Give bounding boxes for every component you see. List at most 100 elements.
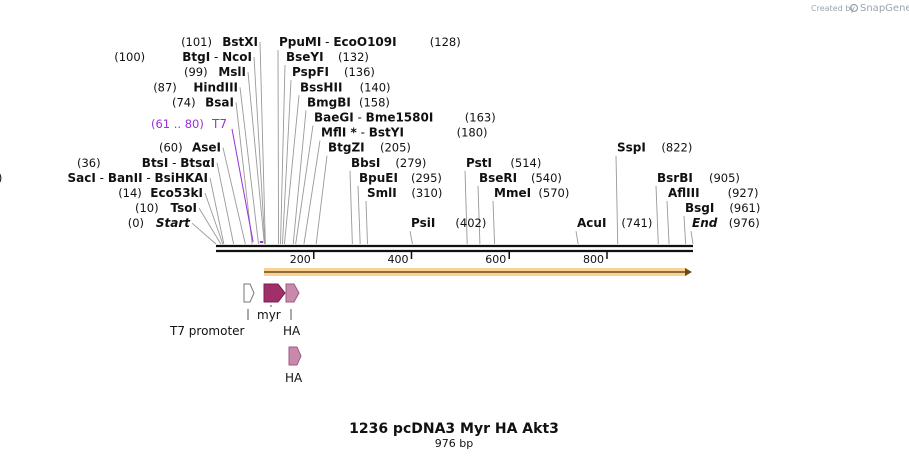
site-pspfi[interactable]: PspFI(136) — [292, 65, 375, 79]
site-name: BseRI — [479, 171, 517, 185]
features: T7 promoter myr HA HA — [169, 283, 303, 385]
site-bsshii[interactable]: BssHII(140) — [300, 80, 391, 94]
site-name: BtgI - NcoI — [182, 50, 252, 64]
site-position: (905) — [709, 171, 740, 185]
t7-promoter-arrow[interactable] — [243, 283, 255, 303]
site-position: (927) — [728, 186, 759, 200]
ha-arrow-1[interactable] — [285, 283, 300, 303]
site-name: PpuMI - EcoO109I — [279, 35, 397, 49]
site-connector — [282, 80, 292, 245]
site-psii[interactable]: PsiI(402) — [411, 216, 486, 230]
site-position: (205) — [380, 141, 411, 155]
primer-t7[interactable]: (61 .. 80) T7 — [151, 117, 264, 243]
site-bseri[interactable]: BseRI (540) — [479, 171, 562, 185]
site-bseyi[interactable]: BseYI(132) — [286, 50, 369, 64]
site-name: SacI - BanII - BsiHKAI — [68, 171, 208, 185]
site-position: (822) — [661, 141, 692, 155]
site-name: SspI — [617, 141, 646, 155]
site-connector — [239, 87, 259, 245]
site-position: (60) — [159, 141, 183, 155]
site-acui[interactable]: AcuI(741) — [577, 216, 652, 230]
site-connector — [615, 155, 619, 245]
myr-arrow[interactable] — [263, 283, 286, 303]
site-connector — [477, 185, 481, 245]
site-eco53ki[interactable]: Eco53kI(14) — [118, 186, 203, 200]
map-title: 1236 pcDNA3 Myr HA Akt3 — [349, 421, 559, 437]
site-connector — [259, 41, 266, 245]
site-name: End — [692, 216, 718, 230]
site-connector — [191, 222, 217, 245]
site-name: Eco53kI — [150, 186, 203, 200]
site-connector — [216, 162, 235, 245]
site-bsai[interactable]: BsaI(74) — [172, 95, 234, 109]
site-name: Start — [156, 216, 191, 230]
site-smli[interactable]: SmlI(310) — [367, 186, 442, 200]
site-tsoi[interactable]: TsoI(10) — [135, 201, 197, 215]
site-bbsi[interactable]: BbsI(279) — [351, 156, 426, 170]
site-connector — [575, 231, 579, 245]
site-name: SmlI — [367, 186, 397, 200]
site-btgi[interactable]: BtgI - NcoI(100) — [114, 50, 252, 64]
site-position: (741) — [621, 216, 652, 230]
site-name: PstI — [466, 156, 492, 170]
orf-arrow[interactable] — [264, 268, 692, 276]
site-psti[interactable]: PstI(514) — [466, 156, 541, 170]
site-position: (36) — [77, 156, 101, 170]
site-position: (136) — [344, 65, 375, 79]
site-msli[interactable]: MslI(99) — [184, 65, 246, 79]
site-ppumi[interactable]: PpuMI - EcoO109I(128) — [279, 35, 461, 49]
site-asei[interactable]: AseI(60) — [159, 141, 221, 155]
site-connector — [295, 125, 314, 245]
site-hindiii[interactable]: HindIII(87) — [153, 80, 238, 94]
site-sspi[interactable]: SspI (822) — [617, 141, 692, 155]
site-position: (540) — [531, 171, 562, 185]
site-name: BsrBI — [657, 171, 693, 185]
site-mmei[interactable]: MmeI(570) — [494, 186, 569, 200]
site-connector — [222, 147, 246, 245]
site-position: (140) — [360, 80, 391, 94]
site-connector — [683, 216, 687, 245]
ruler-tick-label: 200 — [290, 253, 311, 266]
site-connector — [209, 177, 225, 245]
site-bpuei[interactable]: BpuEI (295) — [359, 171, 442, 185]
site-connector — [492, 200, 496, 245]
site-mfli[interactable]: MflI * - BstYI(180) — [321, 126, 488, 140]
site-connector — [464, 170, 468, 245]
ha-label-1: HA — [283, 324, 301, 338]
site-position: (279) — [395, 156, 426, 170]
site-name: MslI — [218, 65, 246, 79]
site-bstxi[interactable]: BstXI(101) — [181, 35, 258, 49]
site-connector — [303, 140, 321, 245]
site-connector — [253, 57, 266, 245]
site-connector — [409, 231, 413, 245]
ha-arrow-2[interactable] — [288, 346, 302, 366]
site-position: (87) — [153, 80, 177, 94]
site-connector — [283, 95, 300, 245]
site-btgzi[interactable]: BtgZI (205) — [328, 141, 411, 155]
site-bsrbi[interactable]: BsrBI (905) — [657, 171, 740, 185]
site-end[interactable]: End(976) — [692, 216, 760, 230]
site-connector — [198, 207, 222, 245]
site-bsgi[interactable]: BsgI(961) — [685, 201, 760, 215]
site-saci[interactable]: SacI - BanII - BsiHKAI(16) — [0, 171, 208, 185]
site-connector — [365, 200, 368, 245]
site-name: BpuEI — [359, 171, 398, 185]
site-position: (163) — [465, 111, 496, 125]
branding-product: SnapGene — [860, 3, 909, 14]
ruler-tick-label: 600 — [485, 253, 506, 266]
ruler-tick-label: 800 — [583, 253, 604, 266]
site-btsi[interactable]: BtsI - BtsαI(36) — [77, 156, 215, 170]
myr-label: myr — [257, 308, 281, 322]
site-afliii[interactable]: AflIII(927) — [668, 186, 759, 200]
site-connector — [277, 49, 280, 245]
site-start[interactable]: Start(0) — [128, 216, 192, 230]
site-baegi[interactable]: BaeGI - Bme1580I(163) — [314, 111, 496, 125]
site-position: (570) — [538, 186, 569, 200]
site-position: (295) — [411, 171, 442, 185]
site-bmgbi[interactable]: BmgBI(158) — [307, 95, 390, 109]
site-name: BtgZI — [328, 141, 365, 155]
site-labels: BstXI(101) PpuMI - EcoO109I(128) BtgI - Nc… — [0, 35, 760, 230]
map-length: 976 bp — [435, 437, 473, 450]
snapgene-logo-icon — [849, 3, 859, 13]
